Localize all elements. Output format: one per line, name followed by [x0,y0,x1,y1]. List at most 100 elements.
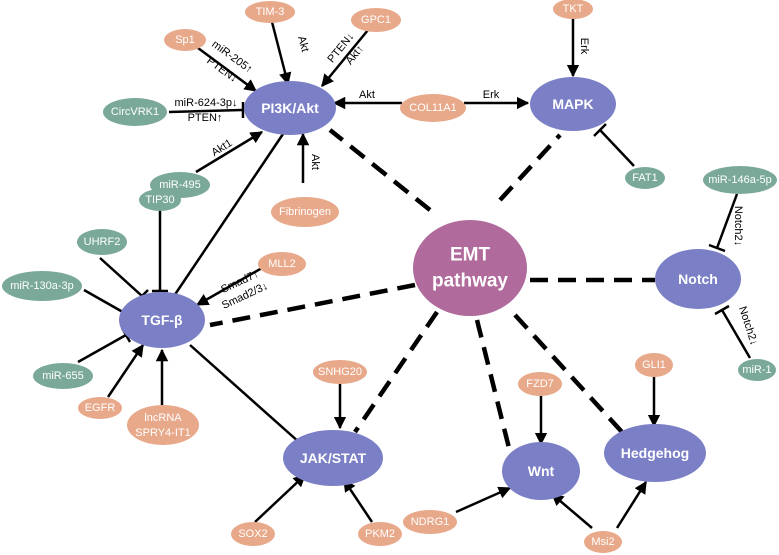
solid-links [77,18,752,529]
node-emt-pathway: EMT pathway [413,220,527,316]
node-fzd7: FZD7 [518,372,562,396]
edge-mir1-notch-bar [714,304,730,316]
node-mir655: miR-655 [33,363,93,389]
node-egfr-label: EGFR [85,402,116,414]
node-mir495-label: miR-495 [159,179,201,191]
node-circvrk1: CircVRK1 [103,98,167,126]
node-col11a1: COL11A1 [400,94,466,122]
node-tgfb: TGF-β [119,292,205,348]
node-mir655-label: miR-655 [42,370,84,382]
node-sox2-label: SOX2 [238,528,267,540]
node-tip30: TIP30 [139,189,181,211]
node-circvrk1-label: CircVRK1 [111,106,159,118]
node-fat1-label: FAT1 [632,172,657,184]
node-wnt-label: Wnt [528,463,555,479]
link-center-jakstat [353,310,439,434]
node-mir130a-label: miR-130a-3p [10,280,74,292]
edge-mir130a-tgfb [83,288,129,317]
node-gli1-label: GLI1 [642,359,666,371]
node-tim3-label: TIM-3 [256,6,285,18]
node-fibrinogen: Fibrinogen [271,197,339,227]
edge-tim3-pi3k [270,21,292,86]
edge-ndrg1-wnt [455,486,512,514]
node-snhg20: SNHG20 [313,360,367,384]
label-fibrinogen-akt: Akt [309,154,321,170]
node-tip30-label: TIP30 [145,194,174,206]
node-mir1: miR-1 [738,359,776,381]
node-mir1-label: miR-1 [742,364,771,376]
node-mir146a-5p: miR-146a-5p [703,166,777,194]
edge-pi3k-tgfb [172,133,285,297]
node-sox2: SOX2 [231,522,275,546]
edge-mll2-tgfb [195,266,263,307]
link-center-mapk [498,133,562,202]
node-msi2-label: Msi2 [591,536,614,548]
edge-mir495-pi3k [195,130,264,174]
node-pi3k-akt: PI3K/Akt [244,81,336,135]
node-msi2: Msi2 [584,531,622,553]
node-pkm2-label: PKM2 [365,528,395,540]
node-col11a1-label: COL11A1 [409,102,457,114]
node-tkt-label: TKT [563,3,584,15]
node-pkm2: PKM2 [358,522,402,546]
node-notch-label: Notch [678,271,718,287]
edge-msi2-wnt [551,493,593,529]
node-ndrg1-label: NDRG1 [411,516,450,528]
node-mir130a-3p: miR-130a-3p [2,271,82,301]
node-mir146a-label: miR-146a-5p [708,174,772,186]
edge-mir146a-notch [715,193,739,249]
dashed-links [209,128,655,453]
node-uhrf2: UHRF2 [77,229,127,255]
green-nodes: CircVRK1 miR-495 FAT1 miR-146a-5p miR-1 … [2,98,777,389]
node-sp1-label: Sp1 [175,34,195,46]
node-gpc1-label: GPC1 [361,14,391,26]
edge-msi2-hedgehog [615,480,648,529]
node-gpc1: GPC1 [351,8,401,32]
node-mapk-label: MAPK [552,96,593,112]
orange-nodes: TIM-3 Sp1 GPC1 COL11A1 Fibrinogen TKT ML… [78,0,673,553]
node-snhg20-label: SNHG20 [318,366,362,378]
node-fzd7-label: FZD7 [526,378,554,390]
label-circvrk1-mir: miR-624-3p↓ [175,97,238,109]
edge-circvrk1-pi3k [168,108,243,114]
node-notch: Notch [655,249,741,309]
edge-sox2-jakstat [254,474,306,523]
node-mll2-label: MLL2 [268,258,296,270]
label-tim3-akt: Akt [295,35,311,53]
node-wnt: Wnt [502,442,580,500]
edge-fat1-mapk-bar [593,123,607,137]
node-mll2: MLL2 [258,252,306,276]
node-lncrna-label-line1: lncRNA [144,412,182,424]
edge-uhrf2-tgfb [99,257,143,297]
edge-egfr-tgfb [106,343,145,398]
node-gli1: GLI1 [635,353,673,377]
node-hedgehog: Hedgehog [604,424,706,482]
link-center-tgfb [209,282,416,328]
node-mapk: MAPK [530,77,616,131]
edge-mir146a-notch-bar [708,243,726,253]
label-mir146a-notch2: Notch2↓ [732,206,744,246]
label-tkt-erk: Erk [578,38,590,55]
link-center-pi3k [328,128,432,212]
node-pi3k-akt-label: PI3K/Akt [261,100,319,116]
node-tim3: TIM-3 [245,1,295,23]
node-fat1: FAT1 [625,167,665,189]
center-line1: EMT [450,245,491,266]
node-tgfb-label: TGF-β [141,312,183,328]
node-fibrinogen-label: Fibrinogen [279,206,331,218]
edge-mir655-tgfb [77,333,127,364]
node-lncrna-spry4-it1: lncRNA SPRY4-IT1 [127,405,199,445]
node-jakstat-label: JAK/STAT [300,450,367,466]
hub-nodes: PI3K/Akt MAPK Notch TGF-β JAK/STAT Wnt H… [119,77,741,500]
link-center-wnt [474,319,513,453]
edge-mir1-notch [720,309,752,359]
edge-tgfb-jakstat [189,344,301,444]
node-sp1: Sp1 [164,29,206,51]
edge-pkm2-jakstat [342,478,374,523]
node-jakstat: JAK/STAT [283,430,383,486]
label-col11a1-erk: Erk [483,89,500,101]
node-uhrf2-label: UHRF2 [84,236,121,248]
node-lncrna-label-line2: SPRY4-IT1 [135,427,190,439]
center-line2: pathway [432,271,508,292]
